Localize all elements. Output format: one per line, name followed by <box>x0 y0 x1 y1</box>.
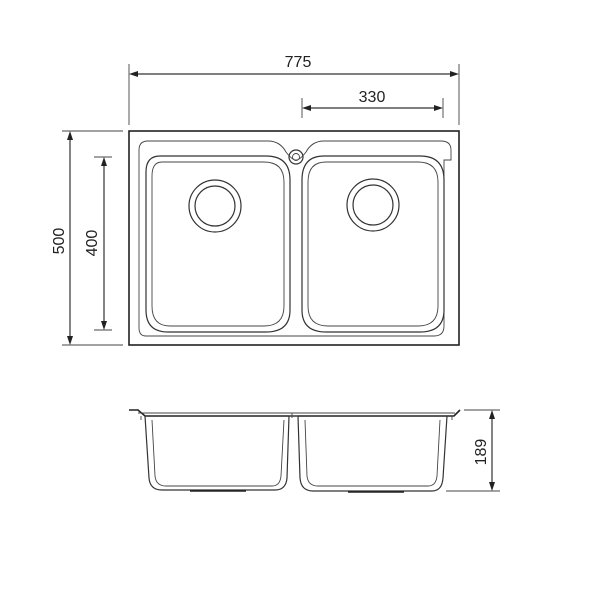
overall-depth-label: 500 <box>51 228 68 255</box>
dim-overall-depth: 500 <box>51 130 123 346</box>
dim-bowl-height: 189 <box>446 409 500 492</box>
side-left-bowl <box>144 415 290 491</box>
dim-bowl-depth: 400 <box>84 156 112 331</box>
left-drain-inner <box>194 185 236 227</box>
top-view <box>128 130 460 346</box>
overall-width-label: 775 <box>285 54 312 71</box>
right-bowl <box>301 155 445 333</box>
side-view <box>129 409 461 493</box>
side-right-bowl <box>297 415 448 492</box>
tap-hole-inner <box>292 153 300 161</box>
bowl-height-label: 189 <box>473 439 490 466</box>
right-drain-inner <box>352 184 394 226</box>
sink-outline <box>128 130 460 346</box>
right-drain-outer <box>346 178 400 232</box>
left-bowl <box>145 155 291 333</box>
left-drain-outer <box>188 179 242 233</box>
dim-bowl-width: 330 <box>301 89 444 118</box>
dim-overall-width: 775 <box>128 54 460 125</box>
right-bowl-inner <box>307 161 439 327</box>
bowl-depth-label: 400 <box>84 230 101 257</box>
bowl-width-label: 330 <box>359 89 386 106</box>
tap-hole <box>288 149 304 165</box>
sink-inner-rim <box>138 140 452 337</box>
left-bowl-inner <box>151 161 285 327</box>
